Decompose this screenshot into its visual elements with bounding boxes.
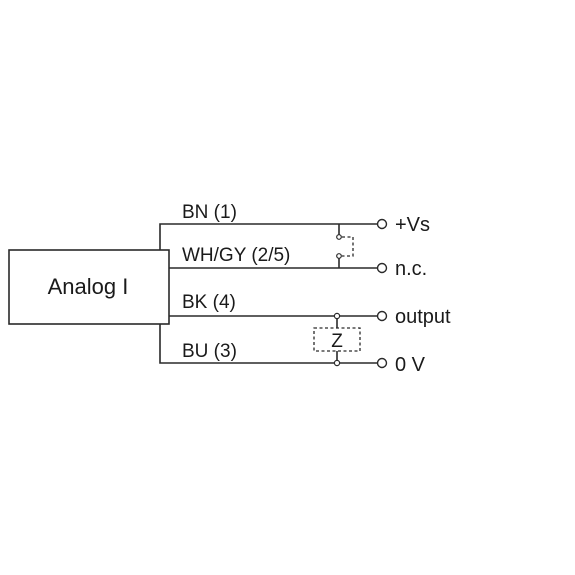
- switch-dashed-link: [342, 236, 354, 257]
- load-node-top: [333, 312, 341, 320]
- wire-bu: [159, 324, 377, 364]
- device-box: [8, 249, 170, 325]
- wire-label-bk: BK (4): [182, 292, 236, 313]
- load-box: [313, 327, 361, 352]
- terminal-bk: [376, 310, 388, 322]
- terminal-label-bu: 0 V: [395, 354, 426, 376]
- terminal-label-bk: output: [395, 306, 451, 328]
- load-label: Z: [331, 331, 343, 352]
- terminal-label-whgy: n.c.: [395, 258, 427, 280]
- terminal-whgy: [376, 262, 388, 274]
- terminal-label-bn: +Vs: [395, 214, 430, 236]
- wire-label-bn: BN (1): [182, 202, 237, 223]
- wire-bn: [159, 223, 377, 250]
- device-label: Analog I: [48, 274, 129, 299]
- terminal-bn: [376, 218, 388, 230]
- switch-node-bottom: [336, 253, 342, 259]
- load-node-bottom: [333, 359, 341, 367]
- wire-label-bu: BU (3): [182, 341, 237, 362]
- switch-node-top: [336, 234, 342, 240]
- terminal-bu: [376, 357, 388, 369]
- wire-label-whgy: WH/GY (2/5): [182, 245, 290, 266]
